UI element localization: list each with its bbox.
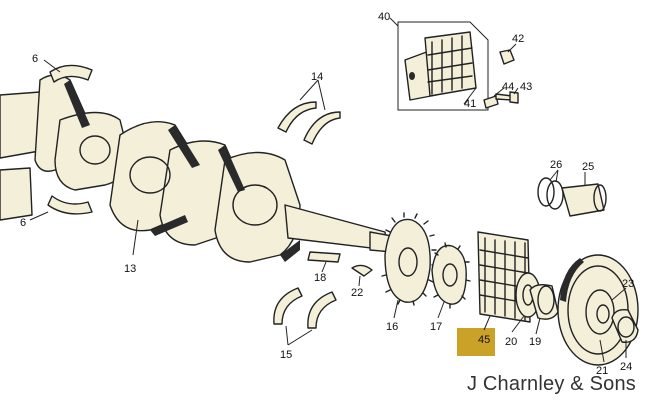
- tensioner-assembly-40: [397, 21, 489, 111]
- callout-43: 43: [520, 81, 532, 93]
- callout-6-bottom: 6: [20, 217, 26, 229]
- crank-gear-16: [381, 212, 437, 306]
- thrust-washers-15: [273, 287, 337, 329]
- credit-footer: J Charnley & Sons: [466, 373, 636, 395]
- callout-18: 18: [314, 272, 326, 284]
- callout-22: 22: [351, 287, 363, 299]
- callout-21: 21: [596, 365, 608, 377]
- callout-40: 40: [378, 11, 390, 23]
- callout-45: 45: [478, 334, 490, 346]
- nut-42: [499, 49, 515, 65]
- callout-19: 19: [529, 336, 541, 348]
- callout-23: 23: [622, 278, 634, 290]
- leader-lines: [29, 17, 627, 363]
- sprocket-17: [431, 242, 471, 309]
- callout-44: 44: [502, 81, 514, 93]
- key-18: [307, 251, 341, 263]
- thrust-washers-14: [277, 101, 341, 145]
- bolt-43: [495, 91, 519, 104]
- callout-26: 26: [550, 159, 562, 171]
- washers-26: [537, 177, 564, 210]
- crank-pulley-21: [557, 254, 639, 366]
- callout-14: 14: [311, 71, 323, 83]
- pulley-nut-24: [611, 308, 639, 343]
- woodruff-key-22: [351, 264, 373, 277]
- callout-20: 20: [505, 336, 517, 348]
- callout-25: 25: [582, 161, 594, 173]
- callout-16: 16: [386, 321, 398, 333]
- washer-44: [483, 95, 499, 109]
- main-bearing-6: [47, 64, 93, 215]
- bush-25: [561, 183, 607, 217]
- callout-42: 42: [512, 33, 524, 45]
- callout-13: 13: [124, 263, 136, 275]
- highlighted-part-box: [457, 328, 495, 356]
- crankshaft: [0, 74, 393, 263]
- callout-17: 17: [430, 321, 442, 333]
- callout-6-top: 6: [32, 53, 38, 65]
- callout-15: 15: [280, 349, 292, 361]
- callout-24: 24: [620, 361, 632, 373]
- callout-41: 41: [464, 98, 476, 110]
